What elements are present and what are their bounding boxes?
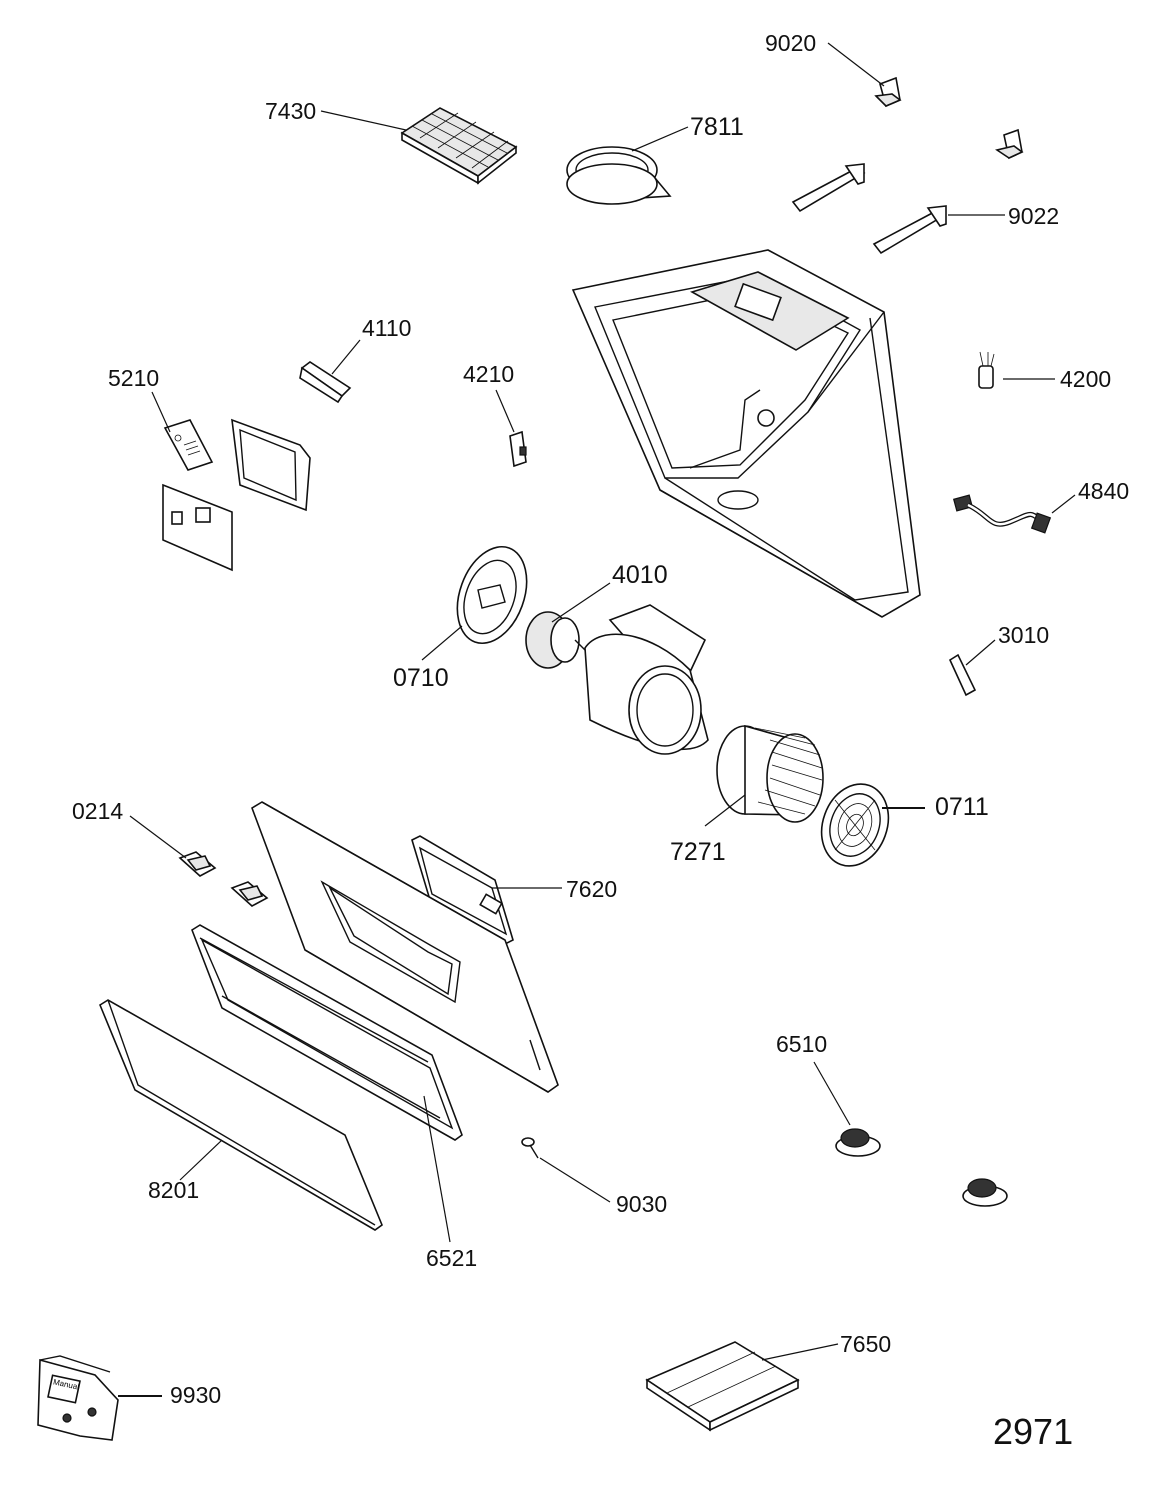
label-9022: 9022 (1008, 203, 1060, 229)
part-9030-drawing (521, 1137, 611, 1203)
part-7650-drawing (645, 1341, 839, 1432)
part-4110-drawing (299, 339, 361, 404)
part-0214-drawing (129, 815, 269, 907)
label-4110: 4110 (362, 315, 412, 341)
part-9022-drawing (791, 163, 1005, 255)
part-6521-drawing (191, 924, 463, 1243)
label-8201: 8201 (148, 1177, 200, 1203)
part-6510-drawing (813, 1061, 1008, 1207)
part-4200-drawing (978, 351, 1055, 389)
part-5210-drawing (151, 391, 311, 572)
label-4010: 4010 (612, 561, 668, 589)
part-front-panel-drawing (251, 801, 559, 1093)
label-6510: 6510 (776, 1031, 828, 1057)
label-0711: 0711 (935, 793, 989, 821)
part-fan-volute-drawing (584, 604, 709, 755)
label-4210: 4210 (463, 361, 515, 387)
part-4210-drawing (495, 389, 527, 468)
label-7430: 7430 (265, 98, 317, 124)
label-6521: 6521 (426, 1245, 478, 1271)
part-8201-drawing (99, 999, 383, 1231)
label-0710: 0710 (393, 664, 449, 692)
label-9930: 9930 (170, 1382, 222, 1408)
part-0711-drawing (820, 783, 925, 867)
part-9930-drawing (37, 1355, 162, 1441)
label-7811: 7811 (690, 113, 744, 141)
label-4840: 4840 (1078, 478, 1130, 504)
part-7430-drawing (320, 107, 518, 185)
label-0214: 0214 (72, 798, 124, 824)
part-0710-drawing (421, 545, 528, 661)
label-7620: 7620 (566, 876, 618, 902)
label-9020: 9020 (765, 30, 817, 56)
label-4200: 4200 (1060, 366, 1112, 392)
part-7271-drawing (704, 724, 824, 827)
part-3010-drawing (948, 639, 996, 697)
label-5210: 5210 (108, 365, 160, 391)
label-9030: 9030 (616, 1191, 668, 1217)
part-4010-drawing (525, 582, 611, 669)
label-7271: 7271 (670, 838, 726, 866)
part-9020-drawing (827, 42, 1024, 160)
part-hood-body-drawing (571, 249, 921, 618)
label-3010: 3010 (998, 622, 1050, 648)
diagram-number: 2971 (993, 1411, 1074, 1452)
label-7650: 7650 (840, 1331, 892, 1357)
part-7811-drawing (566, 126, 689, 205)
part-4840-drawing (952, 494, 1076, 534)
